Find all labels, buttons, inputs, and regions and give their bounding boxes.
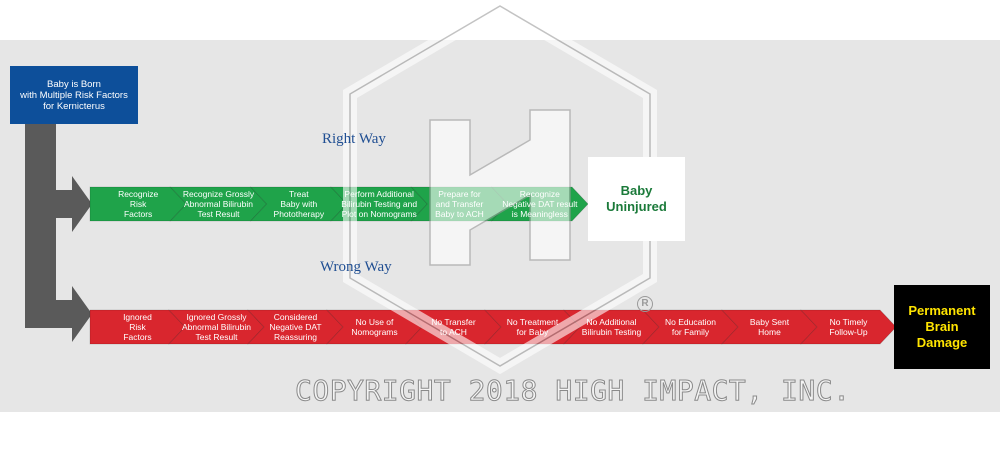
wrong_way-step-label: Ignored Grossly Abnormal Bilirubin Test …: [182, 312, 251, 342]
wrong_way-step-label: No Use of Nomograms: [351, 317, 398, 337]
right_way-step-label: Treat Baby with Phototherapy: [273, 189, 325, 219]
background-band: [0, 40, 1000, 412]
outcome-permanent-brain-damage: Permanent Brain Damage: [894, 285, 990, 369]
wrong-way-title: Wrong Way: [320, 259, 392, 275]
wrong_way-step-label: No Timely Follow-Up: [829, 317, 868, 337]
wrong_way-step-arrow: [800, 309, 897, 345]
right_way-step-label: Recognize Negative DAT result is Meaning…: [502, 189, 578, 219]
hexagon-logo-watermark-icon: [343, 0, 657, 375]
wrong_way-step-label: Baby Sent Home: [749, 317, 790, 337]
wrong_way-step-label: Considered Negative DAT Reassuring: [269, 312, 322, 342]
right_way-step-label: Recognize Risk Factors: [118, 189, 159, 219]
right_way-step-label: Prepare for and Transfer Baby to ACH: [435, 189, 484, 219]
wrong_way-step-label: Ignored Risk Factors: [123, 312, 152, 342]
wrong-way-arrow-chain: [89, 309, 897, 345]
outcome-baby-uninjured: Baby Uninjured: [588, 157, 685, 241]
wrong_way-step-label: No Education for Family: [664, 317, 717, 337]
right_way-step-label: Recognize Grossly Abnormal Bilirubin Tes…: [182, 189, 255, 219]
right-way-title: Right Way: [322, 131, 386, 147]
wrong_way-step-label: No Treatment for Baby: [506, 317, 559, 337]
connector-arrow: [25, 124, 92, 342]
registered-mark-icon: R: [637, 296, 653, 312]
wrong_way-step-label: No Additional Bilirubin Testing: [581, 317, 642, 337]
copyright-watermark: COPYRIGHT 2018 HIGH IMPACT, INC.: [295, 374, 851, 408]
wrong_way-step-label: No Transfer to ACH: [431, 317, 476, 337]
start-box: Baby is Born with Multiple Risk Factors …: [10, 66, 138, 124]
right_way-step-label: Perform Additional Bilirubin Testing and…: [341, 189, 418, 219]
